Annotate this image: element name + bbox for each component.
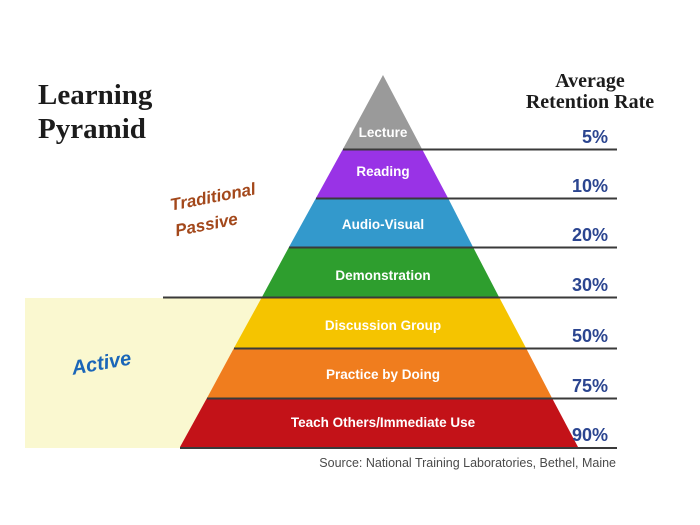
retention-value-20: 20%	[571, 225, 608, 245]
level-shape-audio-visual	[289, 198, 473, 247]
retention-header-line2: Retention Rate	[525, 91, 655, 113]
retention-value-50: 50%	[571, 326, 608, 346]
page-title-line2: Pyramid	[38, 113, 146, 146]
level-shape-practice-by-doing	[207, 348, 552, 398]
level-shape-demonstration	[262, 247, 499, 297]
page-title-line1: Learning	[38, 79, 153, 111]
level-shape-discussion-group	[234, 297, 526, 348]
level-shape-lecture	[343, 75, 422, 149]
level-label-demonstration: Demonstration	[335, 268, 431, 283]
retention-value-30: 30%	[571, 275, 608, 295]
retention-value-90: 90%	[571, 425, 608, 445]
level-shape-reading	[316, 149, 448, 198]
retention-value-75: 75%	[571, 376, 608, 396]
level-label-audio-visual: Audio-Visual	[341, 217, 425, 232]
source-text: Source: National Training Laboratories, …	[319, 456, 616, 470]
level-label-discussion-group: Discussion Group	[324, 318, 442, 333]
level-label-reading: Reading	[356, 164, 410, 179]
level-label-lecture: Lecture	[358, 125, 408, 140]
level-label-teach-others: Teach Others/Immediate Use	[290, 415, 476, 430]
retention-header-line1: Average	[555, 70, 625, 92]
level-label-practice-by-doing: Practice by Doing	[325, 367, 441, 382]
retention-value-5: 5%	[581, 127, 608, 147]
page-title: Learning Pyramid	[38, 78, 152, 146]
retention-value-10: 10%	[571, 176, 608, 196]
level-shape-teach-others	[180, 398, 578, 447]
retention-rate-header: Average Retention Rate	[505, 71, 675, 113]
